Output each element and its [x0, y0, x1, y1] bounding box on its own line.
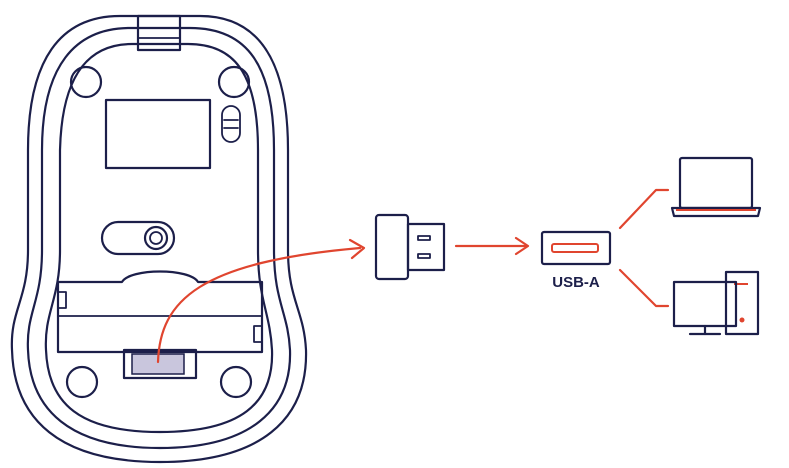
desktop-computer-icon: [672, 270, 760, 336]
connector-arrow-receiver-to-port: [454, 236, 530, 256]
usb-a-label: USB-A: [552, 274, 600, 291]
mouse-underside-icon: [10, 14, 308, 464]
usb-receiver-dongle-icon: [374, 213, 446, 281]
connector-branch-lines: [618, 188, 670, 308]
usb-a-port-icon: [540, 230, 612, 266]
laptop-icon: [670, 156, 762, 218]
connector-arrow-slot-to-receiver: [156, 238, 366, 364]
